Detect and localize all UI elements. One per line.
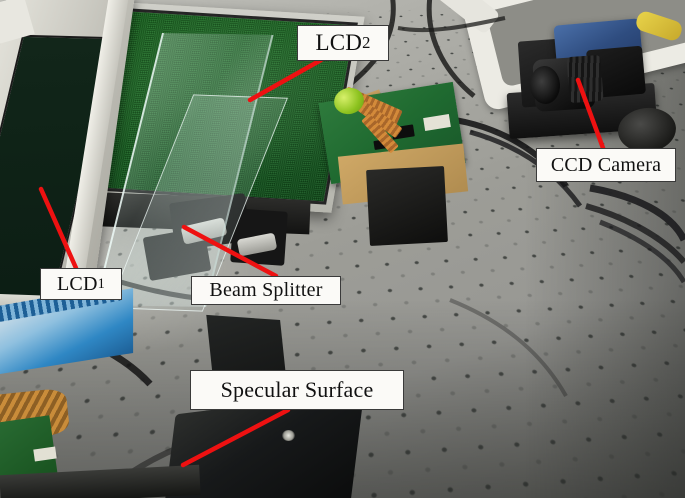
label-ccd-camera: CCD Camera	[536, 148, 676, 182]
label-beam-splitter-text: Beam Splitter	[209, 279, 323, 301]
leader-line-beam-splitter	[181, 224, 279, 279]
label-lcd1-subscript: 1	[97, 275, 105, 292]
label-lcd2-text: LCD	[315, 30, 363, 55]
leader-line-ccd-camera	[575, 77, 606, 151]
label-specular-surface: Specular Surface	[190, 370, 404, 410]
label-ccd-camera-text: CCD Camera	[550, 153, 662, 176]
specular-highlight	[282, 430, 295, 441]
leader-line-lcd2	[247, 57, 324, 103]
label-lcd1-text: LCD	[56, 272, 98, 295]
leader-line-lcd1	[38, 186, 79, 271]
leader-line-specular-surface	[180, 407, 291, 468]
label-lcd2-subscript: 2	[362, 33, 371, 52]
label-specular-surface-text: Specular Surface	[220, 377, 374, 402]
label-beam-splitter: Beam Splitter	[191, 276, 341, 305]
